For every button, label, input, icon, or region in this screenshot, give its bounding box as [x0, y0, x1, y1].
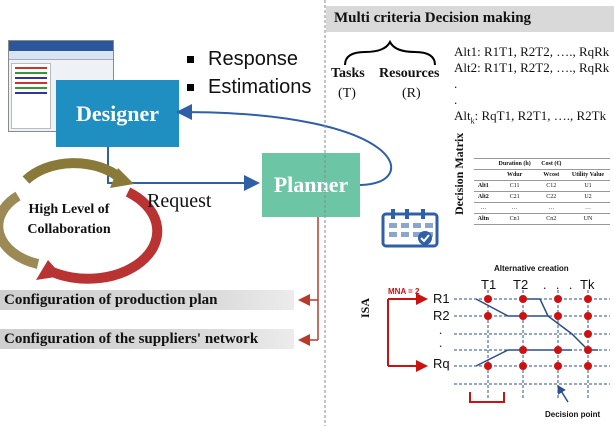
mcdm-title-bar: Multi criteria Decision making: [326, 6, 614, 32]
alt-k: Altk: RqT1, R2T1, …., R2Tk: [454, 108, 607, 126]
response-arrow: [176, 104, 393, 186]
bullet-response: Response: [187, 48, 298, 71]
cycle-arrow-right: [45, 187, 163, 284]
cycle-arrow-top: [22, 158, 124, 184]
resource-label-r1: R1: [433, 291, 450, 306]
resources-symbol: (R): [402, 86, 421, 101]
mna-label: MNA = 2: [388, 287, 420, 296]
request-arrow: [107, 147, 260, 191]
alt-2: Alt2: R1T1, R2T2, …., RqRk: [454, 60, 610, 75]
task-label-tk: Tk: [580, 277, 595, 292]
collaboration-label: High Level of Collaboration: [27, 202, 111, 237]
task-label-t1: T1: [481, 277, 497, 292]
bullet-square-icon: [187, 56, 194, 64]
config-suppliers-network[interactable]: Configuration of the suppliers' network: [0, 329, 294, 349]
table-subheader-row: Wdur Wcost Utility Value: [474, 169, 610, 181]
mcdm-title: Multi criteria Decision making: [334, 10, 532, 26]
decision-matrix-label: Decision Matrix: [452, 132, 466, 215]
config-production-plan[interactable]: Configuration of production plan: [0, 290, 294, 310]
bullet-estimations: Estimations: [187, 76, 311, 99]
task-label-t2: T2: [513, 277, 529, 292]
request-label: Request: [147, 190, 212, 212]
planner-box[interactable]: Planner: [262, 153, 360, 217]
tasks-label: Tasks: [331, 66, 365, 81]
resource-label-r2: R2: [433, 308, 450, 323]
resources-label: Resources: [379, 66, 440, 81]
resource-label-rq: Rq: [433, 356, 450, 371]
alternatives-list: Alt1: R1T1, R2T2, …., RqRk Alt2: R1T1, R…: [454, 44, 609, 130]
brace-icon: [344, 40, 436, 66]
decision-point-label: Decision point: [545, 410, 601, 419]
alternative-creation-grid: [387, 290, 610, 403]
decision-matrix-table: Duration (h) Cost (€) Wdur Wcost Utility…: [474, 158, 610, 225]
cycle-arrow-left: [0, 191, 40, 269]
alt-1: Alt1: R1T1, R2T2, …., RqRk: [454, 44, 610, 59]
designer-box[interactable]: Designer: [56, 80, 179, 147]
bullet-square-icon: [187, 84, 194, 92]
alt-creation-title: Alternative creation: [494, 264, 569, 273]
table-header-row: Duration (h) Cost (€): [474, 158, 610, 170]
screenshot-titlebar: [9, 41, 113, 51]
isa-label: ISA: [358, 297, 372, 318]
calendar-icon: [381, 209, 439, 248]
tasks-symbol: (T): [338, 86, 356, 101]
screenshot-ribbon: [9, 51, 113, 60]
screenshot-tree: [11, 63, 51, 129]
table-row: …………: [474, 202, 610, 214]
